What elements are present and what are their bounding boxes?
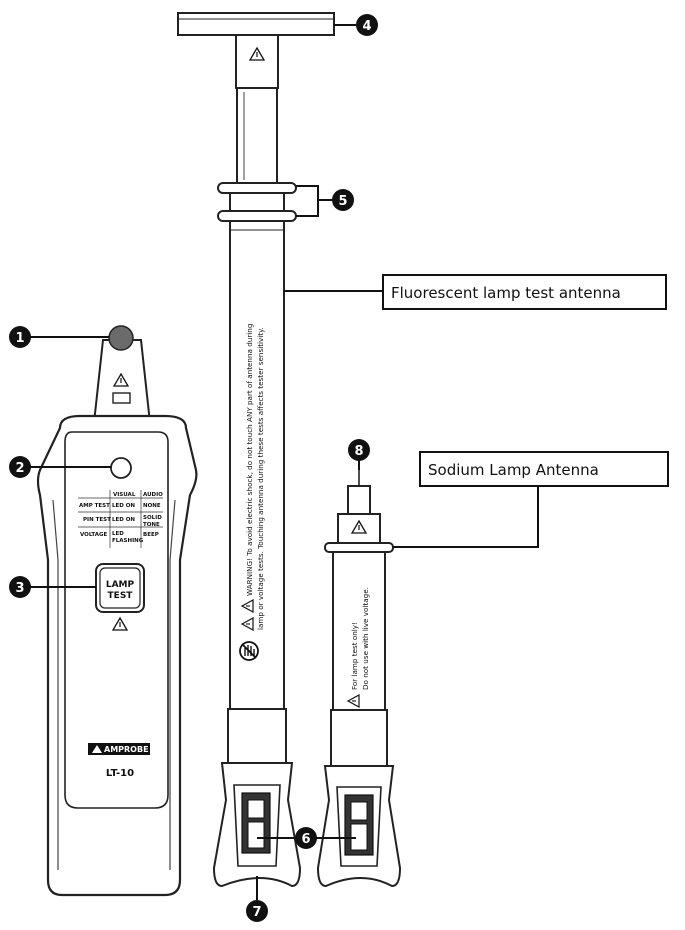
sodium-label: Sodium Lamp Antenna — [428, 461, 599, 479]
tester-body — [36, 325, 198, 897]
table-row-name: PIN TEST — [83, 517, 111, 523]
table-row-visual: LED ON — [112, 503, 135, 509]
callout-number: 3 — [15, 581, 24, 596]
table-row-audio: NONE — [143, 503, 161, 509]
note-text-line2: Do not use with live voltage. — [361, 587, 370, 690]
status-table: VISUAL AUDIO AMP TEST LED ON NONE PIN TE… — [78, 490, 163, 548]
callout-number: 5 — [338, 194, 347, 209]
callout-4: 4 — [356, 14, 378, 36]
warning-triangle-icon — [111, 616, 129, 631]
warning-text-line1: WARNING! To avoid electric shock, do not… — [245, 324, 254, 596]
probe-warning-icon — [112, 372, 130, 387]
table-row-name: AMP TEST — [79, 503, 110, 509]
callout-1: 1 — [9, 326, 31, 348]
callout-2: 2 — [9, 456, 31, 478]
sodium-antenna: For lamp test only! Do not use with live… — [316, 470, 402, 888]
probe-window — [112, 392, 131, 404]
fluorescent-antenna: WARNING! To avoid electric shock, do not… — [177, 12, 335, 888]
table-row-name: VOLTAGE — [80, 532, 108, 538]
table-row-visual-line: LED — [112, 531, 124, 537]
brand-logo: AMPROBE — [88, 743, 150, 755]
callout-number: 4 — [362, 19, 371, 34]
callout-number: 8 — [354, 444, 363, 459]
warning-triangle-icon — [350, 519, 368, 534]
callout-number: 1 — [15, 331, 24, 346]
callout-6: 6 — [295, 827, 317, 849]
leader-lines — [30, 24, 539, 900]
callout-number: 2 — [15, 461, 24, 476]
table-row-visual-line: FLASHING — [112, 538, 144, 544]
callout-number: 6 — [301, 832, 310, 847]
callout-number: 7 — [252, 905, 261, 920]
no-hand-icon — [239, 641, 259, 661]
table-row-audio-line: TONE — [143, 522, 160, 528]
lamp-test-button[interactable]: LAMP TEST — [95, 563, 145, 613]
brand-name: AMPROBE — [104, 745, 149, 754]
warning-triangle-icon — [248, 46, 266, 61]
fluorescent-label: Fluorescent lamp test antenna — [391, 284, 621, 302]
button-label-line1: LAMP — [106, 580, 135, 590]
callout-3: 3 — [9, 576, 31, 598]
table-row-audio: BEEP — [143, 532, 159, 538]
fluorescent-label-box: Fluorescent lamp test antenna — [382, 274, 667, 310]
sodium-label-box: Sodium Lamp Antenna — [419, 451, 669, 487]
table-head-visual: VISUAL — [113, 492, 136, 498]
table-row-audio-line: SOLID — [143, 515, 162, 521]
led-indicator — [110, 457, 132, 479]
warning-triangle-icon — [346, 693, 360, 709]
warning-text-line2: lamp or voltage tests. Touching antenna … — [256, 327, 265, 630]
warning-triangle-icon — [240, 598, 254, 614]
table-row-visual: LED ON — [112, 517, 135, 523]
callout-8: 8 — [348, 439, 370, 461]
table-head-audio: AUDIO — [143, 492, 163, 498]
warning-triangle-icon — [240, 616, 254, 632]
callout-7: 7 — [246, 900, 268, 922]
model-name: LT-10 — [106, 768, 134, 779]
button-label-line2: TEST — [108, 591, 134, 601]
note-text-line1: For lamp test only! — [350, 622, 359, 690]
callout-5: 5 — [332, 189, 354, 211]
